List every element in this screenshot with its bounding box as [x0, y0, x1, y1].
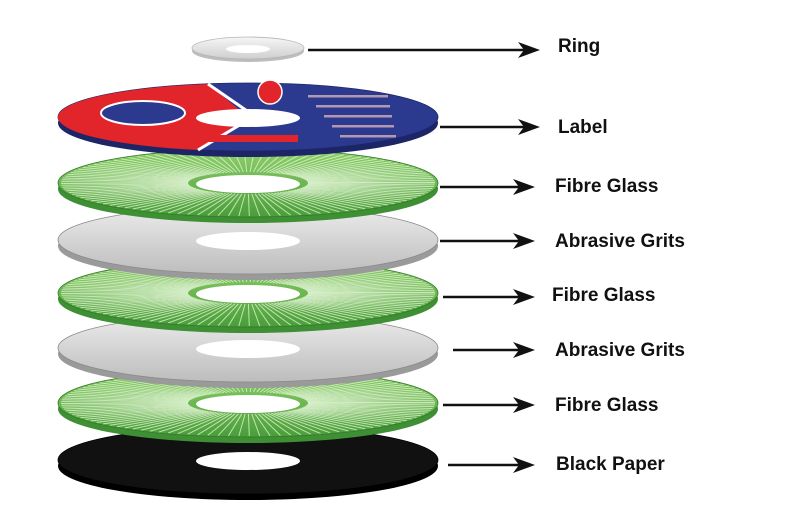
- abrasive-grits-arrow-2: [453, 342, 535, 358]
- abrasive-grits-arrow-1: [440, 233, 535, 249]
- layer-label-black-paper: Black Paper: [556, 454, 665, 475]
- fibre-glass-arrow-2: [443, 289, 535, 305]
- layer-label-ring: Ring: [558, 36, 601, 57]
- layer-label-fibre-glass-3: Fibre Glass: [555, 395, 659, 416]
- label-arrow: [440, 119, 540, 135]
- fibre-glass-arrow-1: [440, 179, 535, 195]
- layer-label-fibre-glass-1: Fibre Glass: [555, 176, 659, 197]
- abrasive-grits-disc-2: [57, 313, 439, 388]
- label-disc: [57, 79, 439, 157]
- layer-label-label: Label: [558, 117, 608, 138]
- ring-disc: [191, 36, 305, 62]
- layer-label-abrasive-grits-1: Abrasive Grits: [555, 231, 685, 252]
- fibre-glass-disc-2: [57, 258, 439, 333]
- fibre-glass-disc-1: [57, 148, 439, 223]
- fibre-glass-arrow-3: [443, 397, 535, 413]
- black-paper-disc: [57, 425, 439, 500]
- layer-label-fibre-glass-2: Fibre Glass: [552, 285, 656, 306]
- ring-arrow: [308, 42, 540, 58]
- abrasive-grits-disc-1: [57, 205, 439, 280]
- black-paper-arrow: [448, 457, 535, 473]
- fibre-glass-disc-3: [57, 368, 439, 443]
- layer-label-abrasive-grits-2: Abrasive Grits: [555, 340, 685, 361]
